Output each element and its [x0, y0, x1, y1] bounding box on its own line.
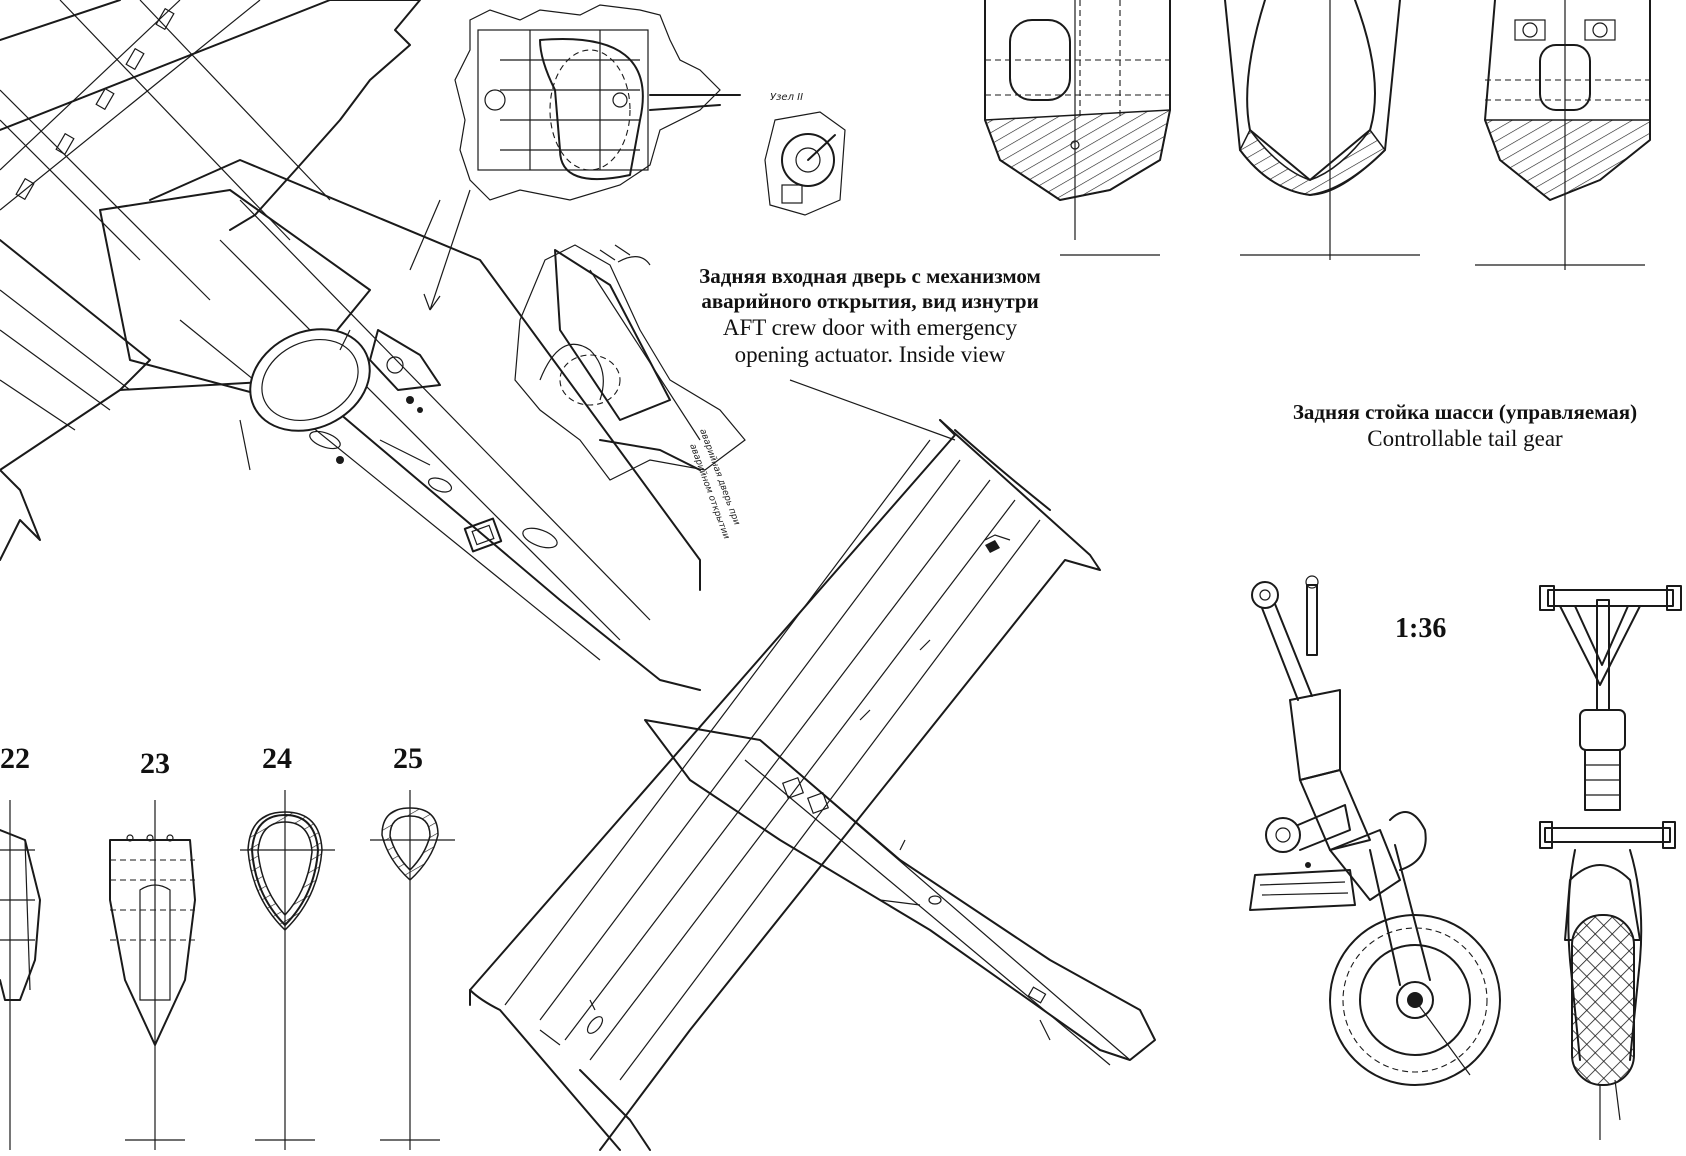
door-caption-en-line2: opening actuator. Inside view [734, 341, 1006, 367]
door-caption-en-line1: AFT crew door with emergency [722, 314, 1018, 340]
wing-upper-left [0, 0, 421, 301]
tail-gear-side-view [1249, 575, 1501, 1086]
cross-section-a [983, 0, 1171, 256]
tail-assembly [469, 419, 1156, 1151]
inset-node-detail [764, 111, 846, 216]
scale-label: 1:36 [1395, 613, 1447, 644]
door-caption-ru-line2: аварийного открытия, вид изнутри [701, 288, 1039, 313]
tail-gear-caption-en: Controllable tail gear [1367, 425, 1563, 451]
section-25 [370, 790, 455, 1150]
section-22 [0, 800, 41, 1150]
tail-gear-caption-ru: Задняя стойка шасси (управляемая) [1292, 400, 1638, 424]
section-number-22: 22 [0, 742, 30, 775]
door-caption: Задняя входная дверь с механизмом аварий… [650, 264, 1090, 368]
section-number-23: 23 [140, 747, 170, 780]
section-number-25: 25 [393, 742, 423, 775]
cross-section-b [1224, 0, 1420, 260]
cross-section-c [1475, 0, 1651, 270]
tail-gear-front-view [1539, 585, 1682, 1140]
tail-gear-caption: Задняя стойка шасси (управляемая) Contro… [1245, 400, 1685, 452]
section-number-24: 24 [262, 742, 292, 775]
node-label: Узел II [770, 92, 804, 103]
section-24 [240, 790, 335, 1150]
fuselage [99, 159, 701, 691]
inset-hatch-detail [454, 4, 741, 201]
wing-lower-left [0, 239, 151, 561]
section-23 [109, 800, 196, 1150]
door-caption-ru-line1: Задняя входная дверь с механизмом [699, 264, 1041, 288]
